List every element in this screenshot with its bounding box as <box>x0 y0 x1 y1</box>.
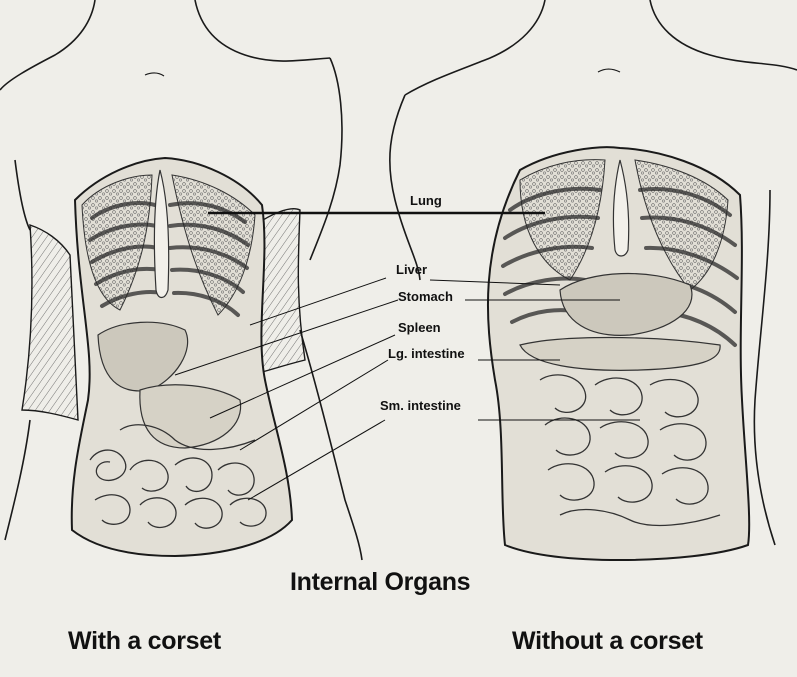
spleen-leader-left <box>209 334 396 419</box>
label-lung: Lung <box>410 193 442 208</box>
label-lg-intestine: Lg. intestine <box>388 346 465 361</box>
label-liver: Liver <box>396 262 428 277</box>
right-cavity <box>486 146 751 562</box>
caption-without-corset: Without a corset <box>512 627 703 655</box>
left-waist-left <box>4 159 31 541</box>
left-neck-line <box>0 0 96 91</box>
right-clavicle-mark <box>597 68 621 73</box>
left-shoulder-right <box>309 57 343 261</box>
left-cavity <box>70 156 294 558</box>
left-clavicle-mark <box>144 72 165 77</box>
sm-intestine-leader-left <box>247 419 386 501</box>
corset <box>21 208 306 421</box>
right-torso <box>389 0 797 546</box>
caption-with-corset: With a corset <box>68 627 221 655</box>
liver-leader-right <box>429 279 561 286</box>
liver-leader-left <box>249 277 387 326</box>
label-sm-intestine: Sm. intestine <box>380 398 461 413</box>
right-neck-line <box>404 0 546 96</box>
diagram-title: Internal Organs <box>290 568 471 596</box>
left-neck-line-right <box>194 0 331 62</box>
right-neck-line-right <box>649 0 797 71</box>
right-shoulder-left <box>389 94 421 281</box>
label-stomach: Stomach <box>398 289 453 304</box>
left-waist-right <box>299 329 363 561</box>
lg-intestine-leader-left <box>239 359 389 451</box>
leader-lines <box>174 211 640 501</box>
right-side-right <box>753 189 776 546</box>
label-spleen: Spleen <box>398 320 441 335</box>
left-torso <box>0 0 363 561</box>
stomach-leader-left <box>174 299 399 376</box>
